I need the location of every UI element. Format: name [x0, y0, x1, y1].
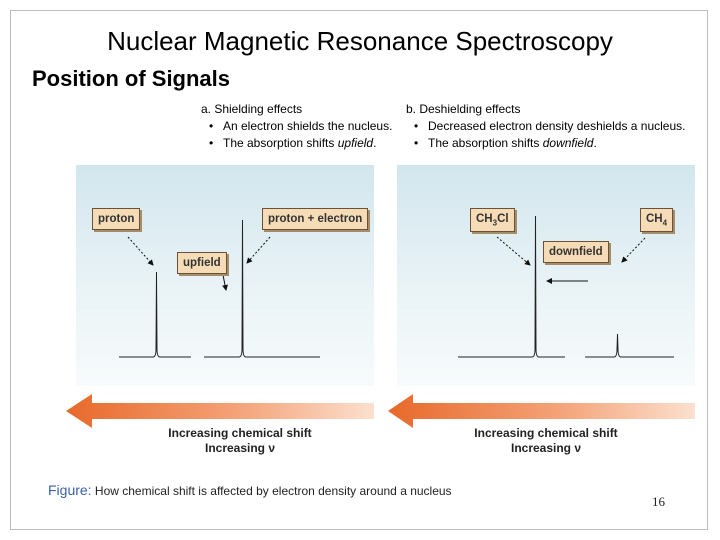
panel-b-bullet-2-em: downfield: [542, 136, 594, 150]
panel-a-pointer-left: [127, 236, 154, 266]
panel-b-bullet-2: The absorption shifts downfield.: [414, 135, 685, 152]
panel-b-bullet-1: Decreased electron density deshields a n…: [414, 118, 686, 135]
panel-b-ch3cl-main: CH: [476, 213, 493, 225]
panel-b-callout-ch3cl: CH3Cl: [470, 208, 515, 233]
panel-a-notes: a. Shielding effects An electron shields…: [201, 101, 392, 152]
panel-b-heading: b. Deshielding effects: [406, 102, 521, 116]
page-number: 16: [652, 494, 665, 509]
panel-b-pointer-left: [496, 236, 531, 266]
panel-b-ch4-sub: 4: [662, 218, 668, 228]
slide-title: Nuclear Magnetic Resonance Spectroscopy: [107, 26, 613, 56]
panel-b-callout-downfield: downfield: [543, 241, 609, 263]
panel-b-spectrum: [458, 215, 674, 358]
panel-a-callout-proton: proton: [92, 208, 141, 230]
panel-a-axis-line-1: Increasing chemical shift: [168, 426, 312, 440]
panel-a-axis-line-2: Increasing ν: [204, 441, 276, 455]
panel-b-axis-caption: Increasing chemical shift Increasing ν: [446, 426, 646, 456]
panel-b-axis-line-2: Increasing ν: [510, 441, 582, 455]
panel-a-bullet-2-em: upfield: [337, 136, 374, 150]
figure-label: Figure:: [48, 482, 92, 498]
panel-b-ch4-main: CH: [646, 213, 663, 225]
panel-a-spectrum: [119, 219, 320, 358]
figure-caption: Figure: How chemical shift is affected b…: [48, 482, 452, 498]
panel-b-baseline-1: [458, 215, 565, 358]
panel-b-background: [397, 165, 695, 386]
panel-a-shift-arrow: [66, 394, 374, 428]
slide-subtitle: Position of Signals: [32, 66, 231, 91]
panel-a-background: [76, 165, 374, 386]
panel-a-axis-caption: Increasing chemical shift Increasing ν: [140, 426, 340, 456]
panel-b-callout-ch4: CH4: [640, 208, 674, 233]
panel-b-bullet-2-end: .: [593, 136, 597, 150]
panel-a-bullet-2: The absorption shifts upfield.: [209, 135, 392, 152]
panel-b-bullet-2-text: The absorption shifts: [428, 136, 543, 150]
panel-a-pointer-right: [246, 236, 271, 264]
panel-a-baseline-1: [119, 271, 191, 358]
panel-a-callout-upfield: upfield: [177, 252, 227, 274]
panel-b-baseline-2: [585, 333, 674, 358]
panel-a-bullet-1: An electron shields the nucleus.: [209, 118, 392, 135]
panel-b-pointer-right: [621, 237, 646, 263]
panel-b-ch3cl-end: Cl: [497, 213, 509, 225]
panel-b-shift-arrow: [388, 394, 695, 428]
panel-b-axis-line-1: Increasing chemical shift: [474, 426, 618, 440]
figure-caption-text: How chemical shift is affected by electr…: [94, 484, 452, 498]
panel-a-bullet-2-text: The absorption shifts: [223, 136, 338, 150]
panel-a-callout-proton-electron: proton + electron: [262, 208, 369, 230]
panel-a-bullet-2-end: .: [373, 136, 377, 150]
panel-a-heading: a. Shielding effects: [201, 102, 303, 116]
panel-b-notes: b. Deshielding effects Decreased electro…: [406, 101, 685, 152]
panel-b-ch3cl-sub: 3: [492, 218, 498, 228]
panel-a-baseline-2: [204, 219, 320, 358]
